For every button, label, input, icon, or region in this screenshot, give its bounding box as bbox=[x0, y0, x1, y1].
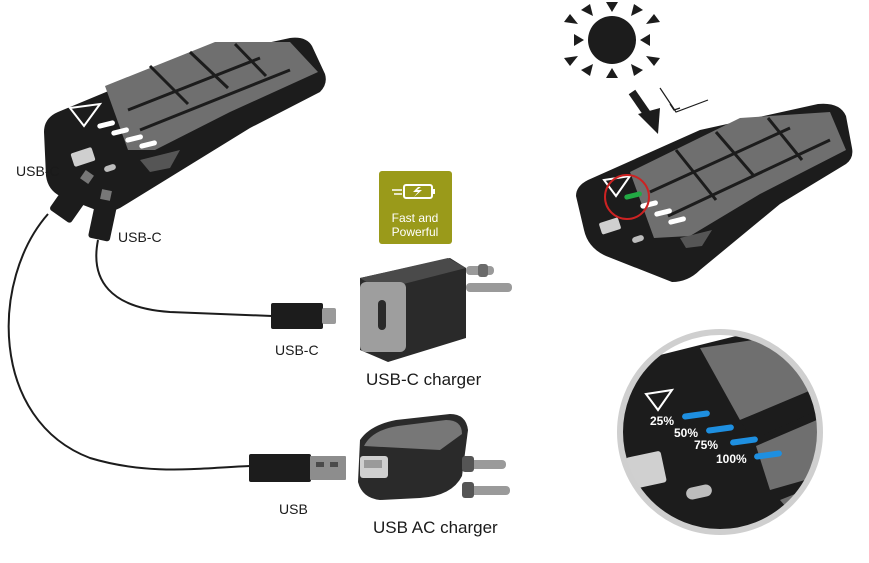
label-usbc-cable-b: USB-C bbox=[118, 229, 162, 245]
level-100: 100% bbox=[716, 450, 782, 466]
level-25: 25% bbox=[650, 410, 710, 428]
badge-line2: Powerful bbox=[392, 225, 439, 239]
highlight-ring bbox=[604, 174, 650, 220]
level-75: 75% bbox=[694, 436, 758, 452]
zoom-usbc-port bbox=[686, 484, 712, 500]
usb-plug-connector bbox=[249, 454, 346, 482]
cable-to-usbc bbox=[95, 239, 273, 317]
cable-to-usb bbox=[7, 213, 251, 471]
led-green bbox=[624, 191, 642, 200]
svg-text:100%: 100% bbox=[716, 452, 747, 466]
svg-text:25%: 25% bbox=[650, 414, 674, 428]
badge-line1: Fast and bbox=[392, 211, 439, 225]
sun-icon bbox=[564, 2, 660, 78]
led-indicators-right bbox=[624, 191, 686, 225]
svg-text:75%: 75% bbox=[694, 438, 718, 452]
battery-level-indicators: 25% 50% 75% 100% bbox=[650, 410, 782, 466]
fast-charge-battery-icon bbox=[392, 184, 435, 199]
label-usbc-plug: USB-C bbox=[275, 342, 319, 358]
power-bank-right bbox=[576, 103, 853, 282]
usb-port bbox=[70, 147, 96, 167]
svg-text:50%: 50% bbox=[674, 426, 698, 440]
label-usbc-cable-a: USB-C bbox=[16, 163, 60, 179]
usb-ac-charger bbox=[358, 414, 510, 500]
led-indicators-left bbox=[97, 120, 157, 149]
power-bank-left bbox=[44, 37, 326, 212]
zoom-usb-port bbox=[625, 451, 667, 489]
usbc-port bbox=[104, 164, 116, 172]
sunlight-arrow-icon bbox=[628, 87, 709, 134]
label-usb-plug: USB bbox=[279, 501, 308, 517]
fast-powerful-badge: Fast and Powerful bbox=[379, 171, 452, 244]
zoom-detail: 25% 50% 75% 100% bbox=[617, 329, 823, 535]
usbc-charger bbox=[360, 258, 512, 362]
usbc-plug-b bbox=[88, 189, 118, 242]
usbc-plug-a bbox=[50, 170, 94, 223]
label-usbc-charger: USB-C charger bbox=[366, 370, 482, 389]
usbc-charger-port bbox=[378, 300, 386, 330]
label-usb-ac-charger: USB AC charger bbox=[373, 518, 498, 537]
level-50: 50% bbox=[674, 424, 734, 440]
usbc-plug-connector bbox=[271, 303, 336, 329]
